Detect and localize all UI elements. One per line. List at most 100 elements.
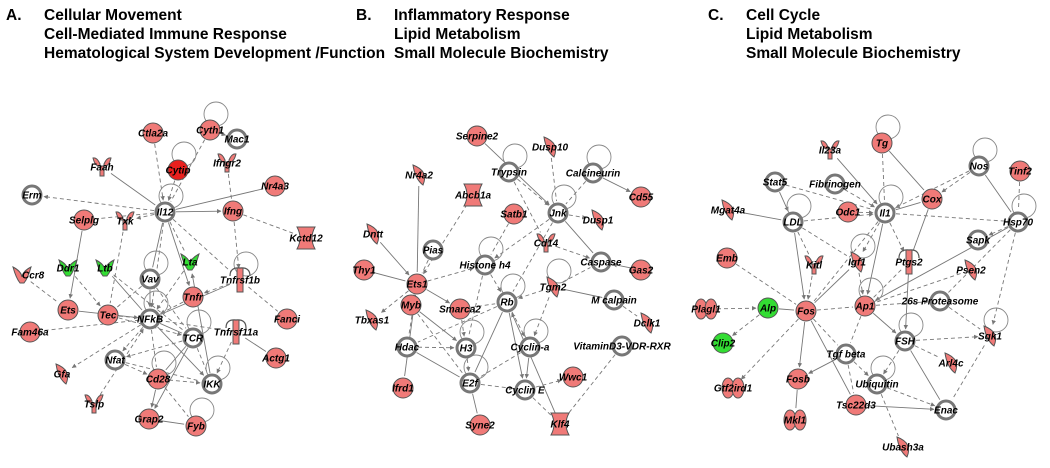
- node-ltb[interactable]: Ltb: [95, 259, 115, 277]
- node-selplg[interactable]: Selplg: [69, 209, 99, 231]
- node-clip2[interactable]: Clip2: [711, 332, 736, 354]
- node-hsp70[interactable]: Hsp70: [1003, 211, 1033, 233]
- node-plagl1[interactable]: Plagl1: [691, 298, 721, 320]
- node-il12[interactable]: Il12: [154, 201, 176, 223]
- node-cyth1[interactable]: Cyth1: [196, 119, 224, 141]
- node-nfkb[interactable]: NFkB: [137, 308, 163, 330]
- node-syne2[interactable]: Syne2: [465, 414, 495, 436]
- node-nfat[interactable]: Nfat: [104, 349, 126, 371]
- node-tnfrsf11a[interactable]: Tnfrsf11a: [214, 319, 259, 345]
- node-hdac[interactable]: Hdac: [395, 336, 420, 358]
- node-kitl[interactable]: Kitl: [804, 255, 824, 275]
- node-fosb[interactable]: Fosb: [786, 368, 810, 390]
- node-ap1[interactable]: Ap1: [854, 295, 876, 317]
- node-tnfr[interactable]: Tnfr: [182, 286, 204, 308]
- node-sgk1[interactable]: Sgk1: [978, 325, 1002, 347]
- node-il1[interactable]: Il1: [874, 202, 896, 224]
- node-fos[interactable]: Fos: [795, 300, 817, 322]
- node-lta[interactable]: Lta: [180, 253, 200, 271]
- node-ctla2a[interactable]: Ctla2a: [138, 122, 168, 144]
- node-ifngr2[interactable]: Ifngr2: [213, 153, 241, 173]
- node-proteasome[interactable]: 26s Proteasome: [901, 290, 979, 312]
- node-ifng[interactable]: Ifng: [222, 200, 244, 222]
- node-fanci[interactable]: Fanci: [274, 308, 300, 330]
- node-vitd3[interactable]: VitaminD3-VDR-RXR: [573, 335, 671, 357]
- node-gas2[interactable]: Gas2: [629, 259, 654, 281]
- node-mgat4a[interactable]: Mgat4a: [711, 199, 746, 221]
- node-abcb1a[interactable]: Abcb1a: [454, 183, 492, 207]
- node-ubash3a[interactable]: Ubash3a: [882, 436, 924, 458]
- node-ldl[interactable]: LDL: [782, 211, 804, 233]
- node-cox[interactable]: Cox: [921, 188, 943, 210]
- node-klf4[interactable]: Klf4: [550, 412, 570, 436]
- node-txk[interactable]: Txk: [115, 211, 135, 231]
- node-ubiquitin[interactable]: Ubiquitin: [855, 373, 899, 395]
- node-mkl1[interactable]: Mkl1: [783, 409, 807, 431]
- node-myb[interactable]: Myb: [400, 294, 422, 316]
- node-gfa[interactable]: Gfa: [54, 363, 71, 385]
- node-smarca2[interactable]: Smarca2: [439, 298, 481, 320]
- node-tsc22d3[interactable]: Tsc22d3: [836, 394, 876, 416]
- node-stat5[interactable]: Stat5: [763, 171, 788, 193]
- node-gtf2ird1[interactable]: Gtf2ird1: [714, 377, 753, 399]
- node-enac[interactable]: Enac: [934, 399, 958, 421]
- node-ikk[interactable]: IKK: [201, 373, 223, 395]
- node-igf1[interactable]: Igf1: [848, 251, 866, 273]
- node-ccr8[interactable]: Ccr8: [12, 266, 45, 284]
- node-calcineurin[interactable]: Calcineurin: [566, 162, 620, 184]
- node-pias[interactable]: Pias: [422, 239, 444, 261]
- node-jnk[interactable]: Jnk: [547, 202, 569, 224]
- node-dntt[interactable]: Dntt: [363, 223, 384, 245]
- node-mac1[interactable]: Mac1: [224, 128, 250, 150]
- node-nos[interactable]: Nos: [968, 155, 990, 177]
- node-cd14[interactable]: Cd14: [534, 233, 559, 253]
- node-tinf2[interactable]: Tinf2: [1008, 160, 1032, 182]
- node-wwc1[interactable]: Wwc1: [559, 366, 588, 388]
- node-ifrd1[interactable]: Ifrd1: [392, 377, 414, 399]
- node-tec[interactable]: Tec: [97, 304, 119, 326]
- node-alp[interactable]: Alp: [757, 297, 779, 319]
- node-odc1[interactable]: Odc1: [835, 201, 861, 223]
- node-ddr1[interactable]: Ddr1: [57, 259, 80, 277]
- node-ets[interactable]: Ets: [57, 299, 79, 321]
- node-grap2[interactable]: Grap2: [135, 408, 164, 430]
- node-cycline[interactable]: Cyclin E: [505, 379, 545, 401]
- node-kctd12[interactable]: Kctd12: [289, 226, 323, 250]
- node-tg[interactable]: Tg: [871, 132, 893, 154]
- node-tgm2[interactable]: Tgm2: [540, 276, 567, 298]
- node-tcr[interactable]: TCR: [182, 327, 204, 349]
- node-h3[interactable]: H3: [455, 337, 477, 359]
- node-erm[interactable]: Erm: [21, 184, 43, 206]
- node-cd28[interactable]: Cd28: [146, 368, 171, 390]
- node-mcalpain[interactable]: M calpain: [591, 289, 637, 311]
- node-tnfrsf1b[interactable]: Tnfrsf1b: [220, 267, 260, 293]
- node-psen2[interactable]: Psen2: [956, 259, 986, 281]
- node-nr4a2[interactable]: Nr4a2: [405, 164, 433, 186]
- node-faah[interactable]: Faah: [90, 157, 114, 177]
- node-serpine2[interactable]: Serpine2: [456, 125, 499, 147]
- node-ets1[interactable]: Ets1: [406, 273, 428, 295]
- node-dusp10[interactable]: Dusp10: [532, 136, 569, 158]
- node-satb1[interactable]: Satb1: [500, 203, 528, 225]
- node-fam46a[interactable]: Fam46a: [11, 321, 49, 343]
- node-rb[interactable]: Rb: [496, 291, 518, 313]
- node-cd55[interactable]: Cd55: [629, 186, 654, 208]
- node-fsh[interactable]: FSH: [894, 330, 916, 352]
- node-caspase[interactable]: Caspase: [580, 251, 622, 273]
- node-e2f[interactable]: E2f: [459, 372, 481, 394]
- node-cyclina[interactable]: Cyclin-a: [511, 336, 550, 358]
- node-cytip[interactable]: Cytip: [166, 159, 191, 181]
- node-dclk1[interactable]: Dclk1: [634, 312, 661, 334]
- node-thy1[interactable]: Thy1: [352, 259, 376, 281]
- node-emb[interactable]: Emb: [716, 247, 738, 269]
- node-trypsin[interactable]: Trypsin: [491, 161, 527, 183]
- node-actg1[interactable]: Actg1: [261, 347, 290, 369]
- node-dusp1[interactable]: Dusp1: [583, 209, 614, 231]
- node-ptgs2[interactable]: Ptgs2: [895, 249, 923, 275]
- node-arl4c[interactable]: Arl4c: [937, 352, 964, 374]
- node-tgfbeta[interactable]: Tgf beta: [827, 343, 866, 365]
- node-fibrinogen[interactable]: Fibrinogen: [809, 173, 861, 195]
- node-vav[interactable]: Vav: [139, 268, 161, 290]
- node-fyb[interactable]: Fyb: [185, 415, 207, 437]
- node-nr4a3[interactable]: Nr4a3: [261, 175, 289, 197]
